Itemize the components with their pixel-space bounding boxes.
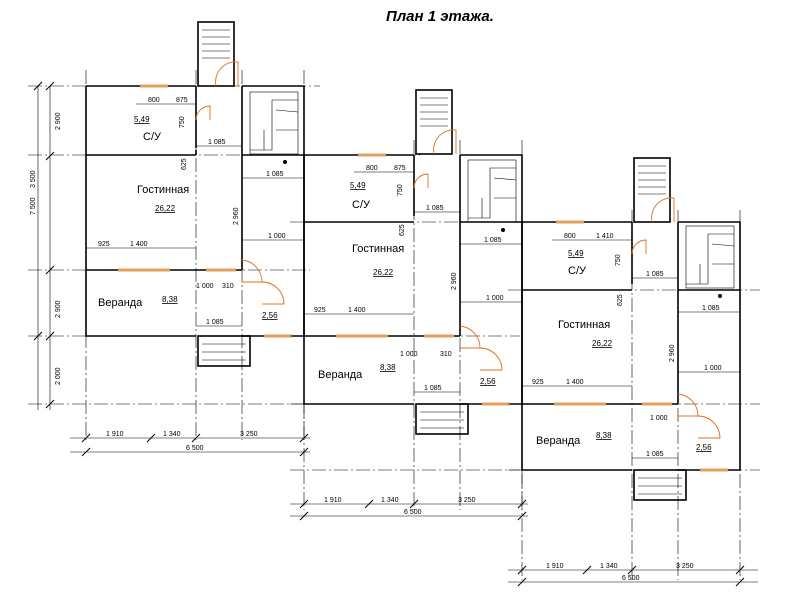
u1-bottom-d2: 1 340 bbox=[163, 431, 181, 438]
u1-dim-310: 310 bbox=[222, 283, 234, 290]
u3-bottom-d2: 1 340 bbox=[600, 563, 618, 570]
u1-dim-1000b: 1 000 bbox=[196, 283, 214, 290]
u3-veranda-area: 8,38 bbox=[596, 431, 612, 440]
u1-su-area: 5,49 bbox=[134, 115, 150, 124]
u1-bottom-total: 6 500 bbox=[186, 445, 204, 452]
u1-bottom-d1: 1 910 bbox=[106, 431, 124, 438]
u2-dim-1000: 1 000 bbox=[486, 295, 504, 302]
u3-dim-1400: 1 400 bbox=[566, 379, 584, 386]
left-dimensions: 7 500 3 500 2 900 2 900 2 000 bbox=[30, 81, 62, 410]
u2-su-area: 5,49 bbox=[350, 181, 366, 190]
unit-2: С/У 5,49 Гостинная 26,22 Веранда 8,38 2,… bbox=[290, 89, 540, 521]
u3-bottom-d1: 1 910 bbox=[546, 563, 564, 570]
left-dim-r1: 2 900 bbox=[55, 112, 62, 130]
u3-dim-1085b: 1 085 bbox=[702, 305, 720, 312]
u3-dim-800: 800 bbox=[564, 233, 576, 240]
left-dim-total: 7 500 bbox=[30, 197, 37, 215]
u3-dim-750: 750 bbox=[615, 254, 622, 266]
unit-3: С/У 5,49 Гостинная 26,22 Веранда 8,38 2,… bbox=[508, 157, 760, 587]
u3-dim-1085a: 1 085 bbox=[646, 271, 664, 278]
u3-dim-925: 925 bbox=[532, 379, 544, 386]
u2-dim-925: 925 bbox=[314, 307, 326, 314]
u1-living-area: 26,22 bbox=[155, 204, 176, 213]
u1-veranda-area: 8,38 bbox=[162, 295, 178, 304]
u3-living-area: 26,22 bbox=[592, 339, 613, 348]
u1-dim-925: 925 bbox=[98, 241, 110, 248]
u2-dim-2960: 2 960 bbox=[451, 272, 458, 290]
u2-bottom-d1: 1 910 bbox=[324, 497, 342, 504]
u2-bottom-total: 6 500 bbox=[404, 509, 422, 516]
u3-bottom-d3: 3 250 bbox=[676, 563, 694, 570]
u2-bottom-d3: 3 250 bbox=[458, 497, 476, 504]
u3-dim-625: 625 bbox=[617, 294, 624, 306]
u2-veranda-area: 8,38 bbox=[380, 363, 396, 372]
u1-living-label: Гостинная bbox=[137, 184, 189, 196]
u3-dim-1410: 1 410 bbox=[596, 233, 614, 240]
u2-dim-800: 800 bbox=[366, 165, 378, 172]
u1-dim-1400: 1 400 bbox=[130, 241, 148, 248]
u3-veranda-label: Веранда bbox=[536, 435, 581, 447]
unit-1: С/У 5,49 Гостинная 26,22 Веранда 8,38 2,… bbox=[28, 21, 420, 457]
u2-dim-1400: 1 400 bbox=[348, 307, 366, 314]
u2-living-label: Гостинная bbox=[352, 243, 404, 255]
u2-dim-625: 625 bbox=[399, 224, 406, 236]
u3-living-label: Гостинная bbox=[558, 319, 610, 331]
u2-bottom-d2: 1 340 bbox=[381, 497, 399, 504]
left-dim-r2: 2 900 bbox=[55, 300, 62, 318]
u1-dim-625: 625 bbox=[181, 158, 188, 170]
u3-hall-area: 2,56 bbox=[696, 443, 712, 452]
u1-dim-800: 800 bbox=[148, 97, 160, 104]
u3-dim-2960: 2 960 bbox=[669, 344, 676, 362]
left-dim-sub: 3 500 bbox=[30, 170, 37, 188]
u3-su-area: 5,49 bbox=[568, 249, 584, 258]
u3-dim-1000b: 1 000 bbox=[650, 415, 668, 422]
left-dim-r3: 2 000 bbox=[55, 367, 62, 385]
u2-dim-1085b: 1 085 bbox=[484, 237, 502, 244]
u2-dim-875: 875 bbox=[394, 165, 406, 172]
u2-dim-1085a: 1 085 bbox=[426, 205, 444, 212]
u3-dim-1000: 1 000 bbox=[704, 365, 722, 372]
u3-su-label: С/У bbox=[568, 265, 587, 277]
u1-su-label: С/У bbox=[143, 131, 162, 143]
u2-hall-area: 2,56 bbox=[480, 377, 496, 386]
u2-dim-1000b: 1 000 bbox=[400, 351, 418, 358]
u1-dim-1085b: 1 085 bbox=[266, 171, 284, 178]
u3-dim-1085c: 1 085 bbox=[646, 451, 664, 458]
u2-dim-750: 750 bbox=[397, 184, 404, 196]
u1-veranda-label: Веранда bbox=[98, 297, 143, 309]
u1-dim-1085c: 1 085 bbox=[206, 319, 224, 326]
u1-hall-area: 2,56 bbox=[262, 311, 278, 320]
u1-dim-2960: 2 960 bbox=[233, 207, 240, 225]
u1-bottom-d3: 3 250 bbox=[240, 431, 258, 438]
u2-dim-1085c: 1 085 bbox=[424, 385, 442, 392]
drawing-title: План 1 этажа. bbox=[386, 8, 494, 25]
u1-dim-875: 875 bbox=[176, 97, 188, 104]
u2-dim-310: 310 bbox=[440, 351, 452, 358]
u2-veranda-label: Веранда bbox=[318, 369, 363, 381]
u2-su-label: С/У bbox=[352, 199, 371, 211]
u2-living-area: 26,22 bbox=[373, 268, 394, 277]
u1-dim-1085a: 1 085 bbox=[208, 139, 226, 146]
u1-dim-1000: 1 000 bbox=[268, 233, 286, 240]
u3-bottom-total: 6 500 bbox=[622, 575, 640, 582]
u1-dim-750: 750 bbox=[179, 116, 186, 128]
